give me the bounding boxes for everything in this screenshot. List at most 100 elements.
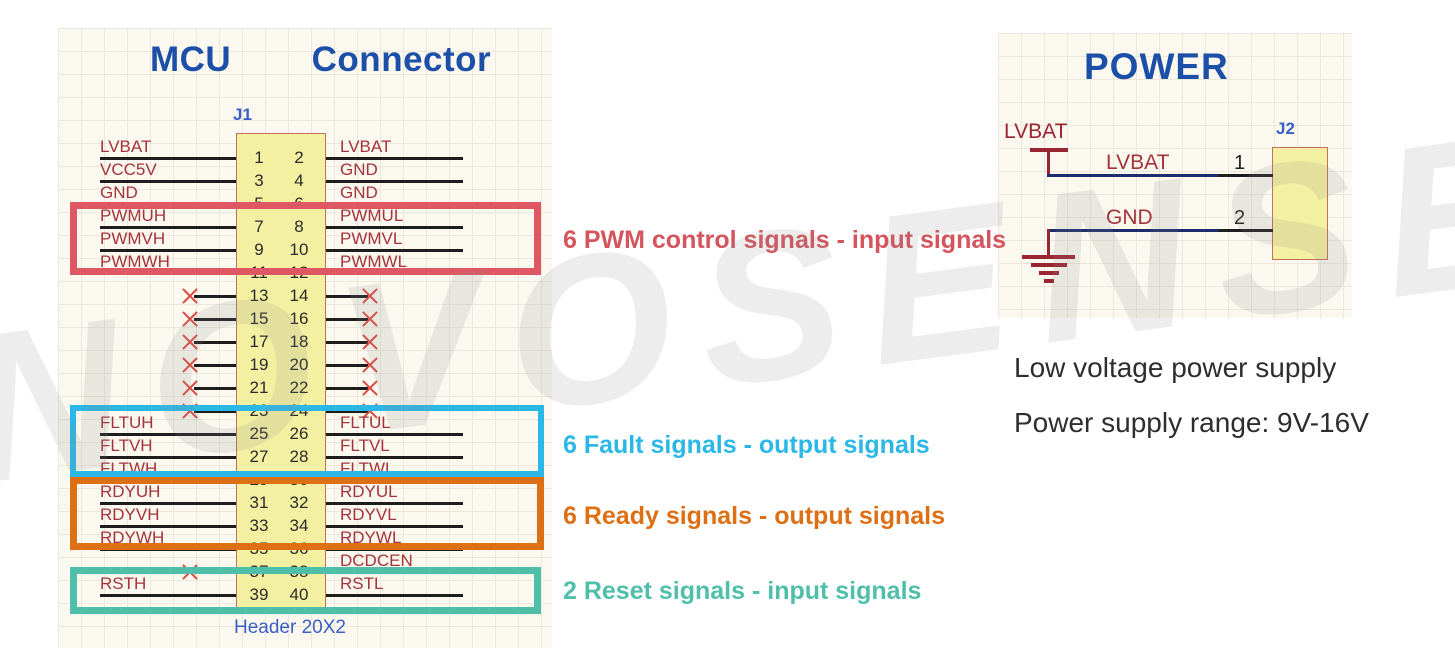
pin-wire [326,249,463,252]
pin-number: 20 [289,355,309,374]
pin-number: 10 [289,240,309,259]
gnd-symbol-stem [1047,229,1050,255]
j2-pin2-stub [1218,229,1273,232]
pin-number: 22 [289,378,309,397]
net-label: LVBAT [100,137,152,156]
net-label: LVBAT [340,137,392,156]
reset-group-annotation: 2 Reset signals - input signals [563,577,922,605]
pin-number: 25 [249,424,269,443]
nc-stub [326,318,368,321]
pin-wire [326,157,463,160]
pin-number: 7 [254,217,264,236]
pin-wire [326,433,463,436]
gnd-symbol-bar4 [1044,279,1054,283]
pin-wire [326,226,463,229]
pin-number: 3 [254,171,264,190]
net-label: RDYWL [340,528,402,547]
pin-number: 14 [289,286,309,305]
power-port-stem [1047,148,1050,175]
pin-wire [100,157,236,160]
net-label: GND [340,183,378,202]
reset-group-box [70,567,541,614]
net-label: FLTUL [340,413,391,432]
mcu-section-title: MCU Connector [150,40,492,79]
pin-number: 39 [249,585,269,604]
pin-number: 19 [249,355,269,374]
footprint-label: Header 20X2 [234,617,346,638]
pwm-group-box [70,202,541,275]
pin-wire [326,525,463,528]
pin-number: 18 [289,332,309,351]
nc-stub [194,341,236,344]
pin-number: 8 [294,217,304,236]
j2-pin1-stub [1218,174,1273,177]
pin-wire [326,180,463,183]
nc-stub [326,341,368,344]
pin-wire [100,525,236,528]
net-label: FLTVL [340,436,390,455]
pin-number: 2 [294,148,304,167]
net-label: FLTVH [100,436,153,455]
gnd-symbol-bar3 [1039,271,1059,275]
gnd-symbol-bar2 [1031,263,1067,267]
pin-number: 33 [249,516,269,535]
net-label: PWMUL [340,206,404,225]
power-note-line: Power supply range: 9V-16V [1014,407,1369,438]
power-port-net-label: LVBAT [1004,120,1068,143]
gnd-wire [1047,229,1218,232]
pin-wire [100,226,236,229]
lvbat-net-label: LVBAT [1106,151,1170,174]
pin-number: 28 [289,447,309,466]
net-label: VCC5V [100,160,157,179]
pin-wire [100,249,236,252]
net-label: PWMVH [100,229,166,248]
net-label: RSTL [340,574,384,593]
power-note-line: Low voltage power supply [1014,352,1337,383]
j1-designator: J1 [233,105,252,124]
j2-connector-body [1272,147,1328,260]
net-label: RDYVL [340,505,397,524]
net-label: RDYUL [340,482,398,501]
net-label: RSTH [100,574,147,593]
net-label: RDYVH [100,505,160,524]
nc-stub [194,295,236,298]
pin-number: 32 [289,493,309,512]
pin-wire [326,502,463,505]
pin-wire [100,502,236,505]
j2-pin2-number: 2 [1234,207,1246,229]
j2-pin1-number: 1 [1234,152,1246,174]
j2-designator: J2 [1276,119,1295,138]
net-label: PWMVL [340,229,403,248]
pin-wire [100,433,236,436]
nc-stub [194,410,236,413]
nc-stub [326,387,368,390]
pin-number: 15 [249,309,269,328]
nc-stub [326,410,368,413]
net-label: PWMUH [100,206,167,225]
ready-group-annotation: 6 Ready signals - output signals [563,502,946,530]
net-label: PWMWL [340,252,408,271]
pin-number: 1 [254,148,264,167]
lvbat-wire [1047,174,1218,177]
nc-stub [194,387,236,390]
pin-number: 27 [249,447,269,466]
ready-group-box [70,477,544,550]
net-label: GND [340,160,378,179]
pin-number: 40 [289,585,309,604]
pin-number: 26 [289,424,309,443]
gnd-net-label: GND [1106,206,1153,229]
fault-group-box [70,405,544,477]
pin-number: 13 [249,286,269,305]
net-label: RDYUH [100,482,161,501]
net-label: GND [100,183,138,202]
net-label: FLTUH [100,413,154,432]
net-label: PWMWH [100,252,170,271]
pin-number: 34 [289,516,309,535]
pwm-group-annotation: 6 PWM control signals - input signals [563,226,1007,254]
pin-wire [326,456,463,459]
pin-wire [100,594,236,597]
pin-wire [100,456,236,459]
net-label: RDYWH [100,528,165,547]
